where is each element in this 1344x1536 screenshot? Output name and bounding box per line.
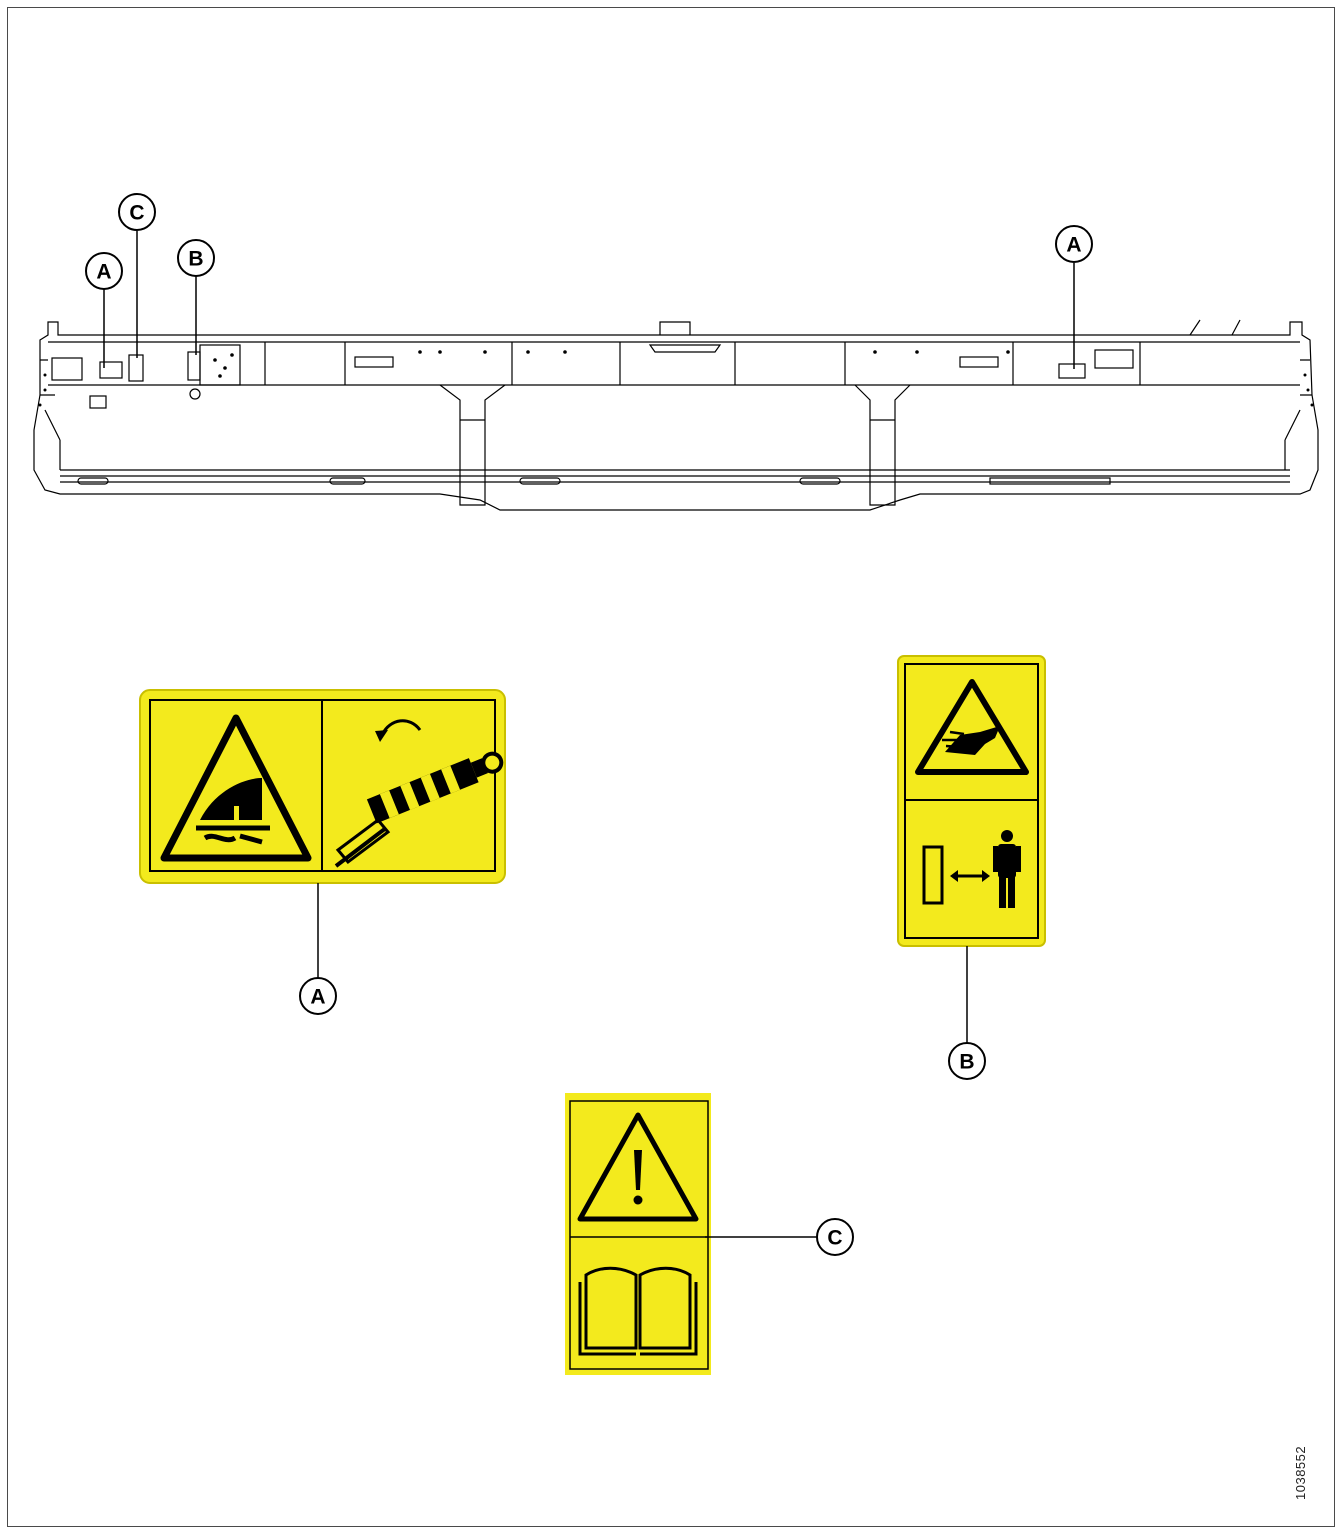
svg-text:A: A [96, 261, 111, 284]
svg-text:C: C [827, 1227, 842, 1250]
svg-text:A: A [310, 986, 325, 1009]
warning-icon [577, 1112, 699, 1222]
cylinder-lock-icon [334, 719, 504, 868]
svg-text:A: A [1066, 234, 1081, 257]
manual-book-icon [578, 1266, 698, 1356]
header-frame-drawing [33, 319, 1319, 511]
callout-b-decal: B [948, 1042, 986, 1080]
callout-a-right: A [1055, 225, 1093, 263]
decal-c [565, 1093, 711, 1375]
callout-c-decal: C [816, 1218, 854, 1256]
keep-clear-icon [922, 830, 1021, 908]
svg-text:B: B [188, 248, 203, 271]
decal-b [897, 655, 1046, 947]
top-callout-leaders [103, 231, 1075, 369]
svg-text:C: C [129, 202, 144, 225]
figure-id: 1038552 [1293, 1445, 1308, 1500]
decal-a [139, 689, 506, 884]
page-frame [7, 7, 1335, 1527]
callout-b-top: B [177, 239, 215, 277]
entanglement-hazard-icon [915, 679, 1029, 775]
crush-hazard-icon [160, 714, 312, 862]
callout-a-left: A [85, 252, 123, 290]
callout-a-decal: A [299, 977, 337, 1015]
svg-text:B: B [959, 1051, 974, 1074]
callout-c-top: C [118, 193, 156, 231]
